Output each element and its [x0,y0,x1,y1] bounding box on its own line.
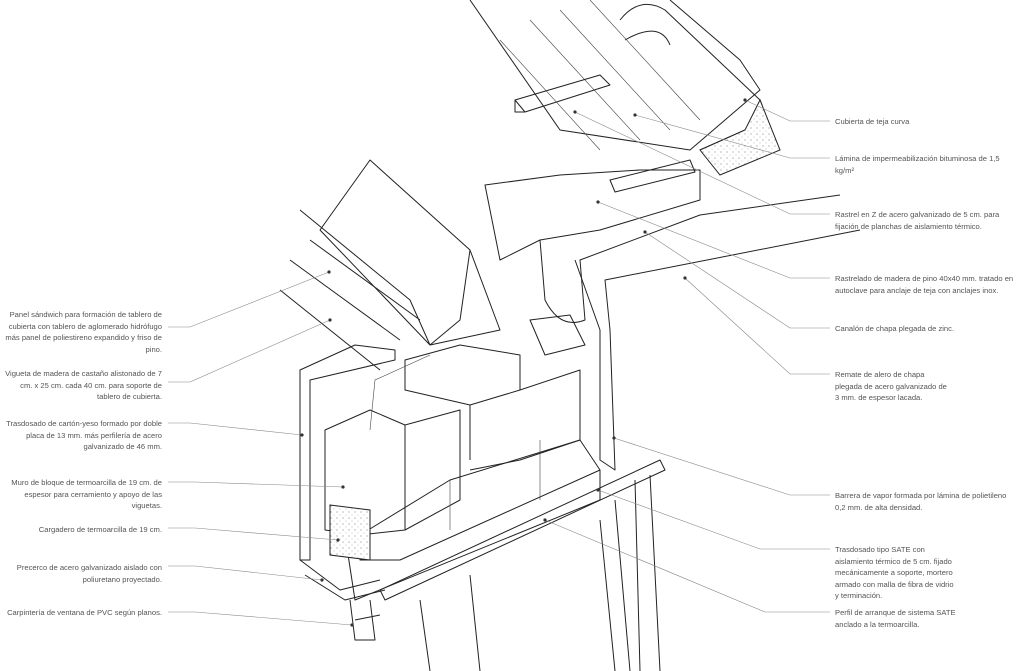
label-muro-termoarcilla: Muro de bloque de termoarcilla de 19 cm.… [11,478,162,511]
roof-panels [279,159,701,371]
gutter [529,194,861,471]
label-rastrelado-madera: Rastrelado de madera de pino 40x40 mm. t… [835,274,1014,295]
label-canalon: Canalón de chapa plegada de zinc. [835,324,955,333]
label-barrera-vapor: Barrera de vapor formada por lámina de p… [835,491,1007,512]
facade-frame [379,459,666,671]
label-vigueta: Vigueta de madera de castaño alistonado … [5,369,162,402]
label-carpinteria: Carpintería de ventana de PVC según plan… [7,608,162,617]
leader-lines-right [543,98,830,613]
battens [514,74,696,193]
label-lamina-impermeabilizacion: Lámina de impermeabilización bituminosa … [835,154,1000,175]
label-trasdosado-sate: Trasdosado tipo SATE con aislamiento tér… [835,545,954,601]
block-wall [324,344,601,601]
window-frame [299,344,396,641]
label-remate-alero: Remate de alero de chapa plegada de acer… [835,370,947,403]
label-trasdosado-carton-yeso: Trasdosado de cartón-yeso formado por do… [6,419,162,452]
label-cargadero: Cargadero de termoarcilla de 19 cm. [38,525,162,534]
label-cubierta-teja: Cubierta de teja curva [835,117,910,126]
label-rastrel-z: Rastrel en Z de acero galvanizado de 5 c… [835,210,1000,231]
label-panel-sandwich: Panel sándwich para formación de tablero… [5,310,162,354]
label-precerco: Precerco de acero galvanizado aislado co… [16,563,162,584]
roof-tiles [469,0,781,176]
leader-lines-left [168,270,354,627]
label-perfil-arranque: Perfil de arranque de sistema SATE ancla… [835,608,956,629]
